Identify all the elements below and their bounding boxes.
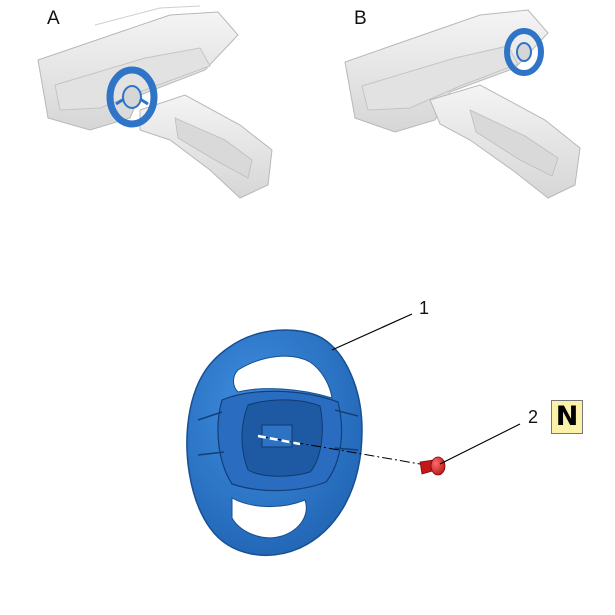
callout-number-2: 2 (528, 407, 539, 427)
view-a-steering-wheel-icon (106, 66, 158, 128)
steering-wheel-icon (186, 329, 363, 556)
view-a-label: A (47, 8, 60, 29)
view-b-dashboard (344, 9, 581, 199)
bolt-icon (419, 456, 446, 476)
view-b-steering-wheel-icon (504, 28, 544, 76)
leader-line-2 (439, 423, 521, 465)
torque-badge: N (551, 400, 583, 434)
leader-line-1 (331, 313, 413, 351)
axis-line (257, 434, 421, 465)
callout-number-1: 1 (419, 298, 430, 318)
view-b-label: B (354, 8, 367, 29)
